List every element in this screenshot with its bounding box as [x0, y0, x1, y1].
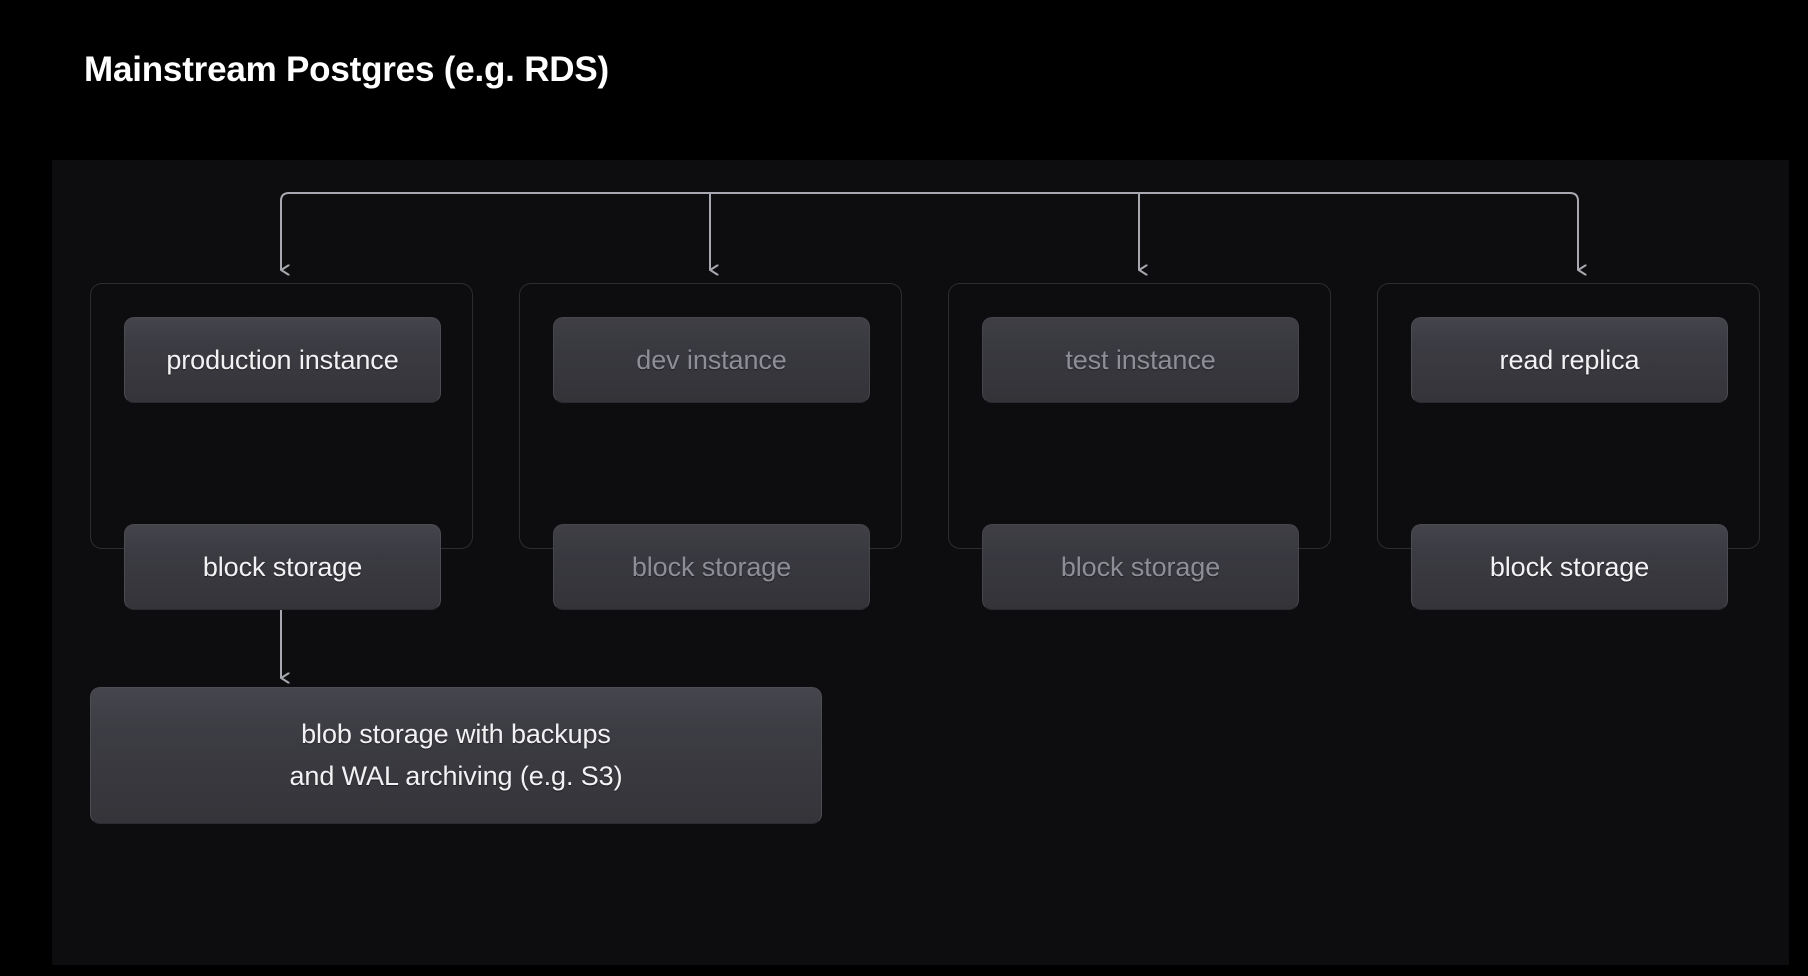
blob-storage-line-2: and WAL archiving (e.g. S3)	[289, 760, 623, 791]
node-test-instance[interactable]: test instance	[982, 317, 1299, 403]
page-title: Mainstream Postgres (e.g. RDS)	[84, 50, 609, 89]
group-production[interactable]: production instance block storage	[90, 283, 473, 610]
diagram-panel: production instance block storage dev in…	[52, 160, 1789, 965]
node-dev-instance[interactable]: dev instance	[553, 317, 870, 403]
group-test[interactable]: test instance block storage	[948, 283, 1331, 610]
group-read-replica[interactable]: read replica block storage	[1377, 283, 1760, 610]
blob-storage-line-1: blob storage with backups	[301, 718, 611, 749]
bus-spine	[280, 192, 1579, 210]
node-read-replica[interactable]: read replica	[1411, 317, 1728, 403]
node-read-replica-block-storage[interactable]: block storage	[1411, 524, 1728, 610]
node-production-block-storage[interactable]: block storage	[124, 524, 441, 610]
node-blob-storage[interactable]: blob storage with backups and WAL archiv…	[90, 687, 822, 824]
node-production-instance[interactable]: production instance	[124, 317, 441, 403]
group-dev[interactable]: dev instance block storage	[519, 283, 902, 610]
node-test-block-storage[interactable]: block storage	[982, 524, 1299, 610]
node-dev-block-storage[interactable]: block storage	[553, 524, 870, 610]
